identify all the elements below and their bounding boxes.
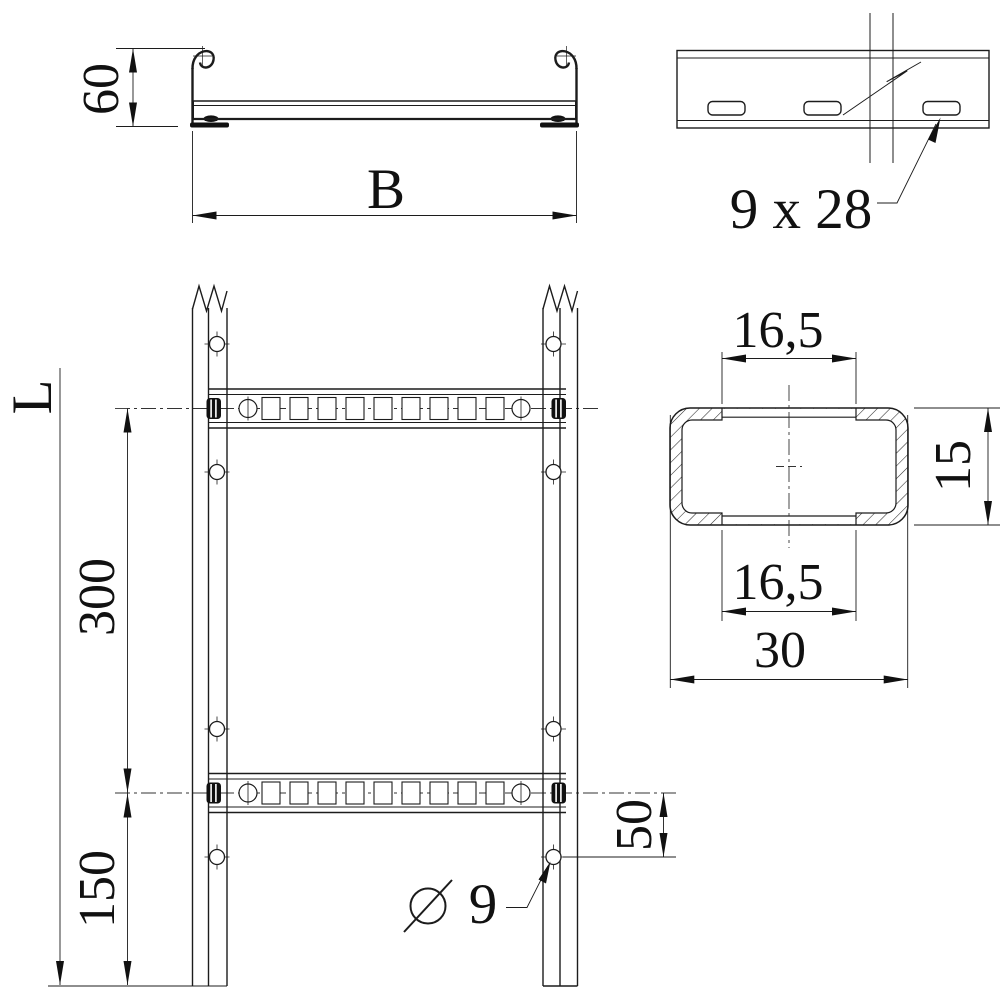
dim-label-30: 30 (754, 622, 806, 679)
diameter-symbol (403, 879, 453, 933)
rail-hole (540, 458, 567, 486)
dimension-30: 30 (669, 415, 909, 688)
hole-diameter-callout: 9 (403, 861, 551, 936)
rail-hole (540, 715, 567, 743)
rung-end-cap (205, 397, 222, 420)
dim-label-300: 300 (69, 558, 126, 636)
rail-outline (676, 49, 990, 129)
rung-end-cap (550, 397, 567, 420)
rail-hole (540, 330, 567, 358)
break-zigzag (191, 283, 228, 314)
rail-slot (707, 100, 746, 116)
front-right-rail (542, 283, 579, 987)
break-symbol (842, 13, 922, 163)
dim-label-B: B (367, 158, 405, 221)
front-left-rail (191, 283, 228, 986)
dim-label-hole-diameter: 9 (469, 873, 498, 936)
dim-label-60: 60 (73, 63, 130, 115)
slot-callout: 9 x 28 (730, 117, 941, 241)
right-rail-foot (540, 122, 579, 128)
rung-hole (238, 395, 258, 422)
dim-label-9x28: 9 x 28 (730, 178, 873, 241)
dim-label-15: 15 (925, 440, 982, 492)
dim-label-150: 150 (69, 850, 126, 928)
lower-rung (205, 772, 567, 814)
dimension-15: 15 (914, 407, 1000, 526)
dim-label-50: 50 (606, 799, 663, 851)
dimension-300-150: 300 150 (48, 408, 227, 987)
rung-hole (511, 780, 531, 806)
rung-section-view: 16,5 15 16,5 30 (669, 302, 1000, 688)
upper-rung (205, 388, 567, 429)
dim-label-16-5-top: 16,5 (733, 302, 824, 359)
rail-slot (803, 100, 842, 116)
right-rail-curl (554, 49, 578, 70)
rung-end-cap (550, 781, 567, 805)
dimension-L: L (1, 368, 64, 985)
front-view: L 300 150 50 9 (1, 283, 676, 987)
rail-slot (922, 100, 961, 116)
rung-side-profile (193, 100, 576, 121)
dimension-50: 50 (563, 793, 676, 858)
rail-side-view: 9 x 28 (676, 13, 990, 241)
rung-hole (511, 395, 531, 422)
dimension-16-5-bottom: 16,5 (721, 530, 857, 621)
dimension-60: 60 (73, 48, 205, 127)
dimension-B: B (192, 131, 577, 223)
rung-outer-outline (669, 407, 909, 526)
dimension-16-5-top: 16,5 (721, 302, 857, 404)
break-zigzag (542, 283, 579, 314)
rail-hole (540, 843, 567, 871)
dim-label-16-5-bottom: 16,5 (733, 554, 824, 611)
rung-hole (238, 780, 258, 806)
dim-label-L: L (1, 380, 64, 415)
rung-end-cap (205, 781, 222, 805)
cross-section-view: 60 B (73, 46, 579, 223)
left-rail-curl (191, 49, 215, 70)
left-rail-foot (190, 122, 229, 128)
